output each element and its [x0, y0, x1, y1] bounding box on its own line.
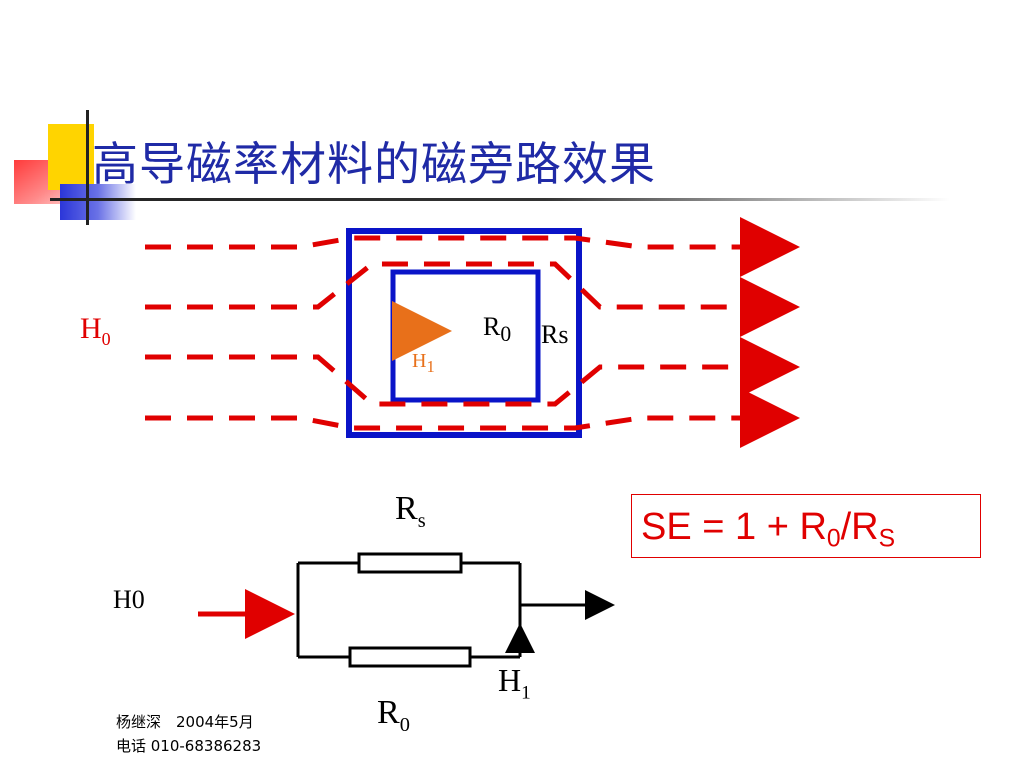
field-line-4 — [145, 388, 800, 448]
field-line-2 — [145, 261, 800, 337]
h0-field-label: H0 — [80, 312, 111, 349]
field-line-1 — [145, 217, 800, 277]
h0-input-label: H0 — [113, 585, 145, 614]
h1-inner-label: H1 — [412, 350, 435, 376]
rs-shell-label: Rs — [541, 320, 569, 349]
title-underline — [50, 198, 950, 201]
title-decoration-line — [86, 110, 89, 225]
rs-resistor-label: Rs — [395, 490, 426, 532]
footer: 杨继深 2004年5月 电话 010-68386283 — [116, 710, 261, 758]
h1-branch-label: H1 — [498, 662, 531, 704]
title-decoration-blue — [60, 184, 136, 220]
resistor-rs — [357, 552, 463, 574]
slide-title: 高导磁率材料的磁旁路效果 — [92, 137, 656, 191]
formula-box — [631, 494, 981, 558]
resistor-r0 — [348, 646, 472, 668]
footer-author-date: 杨继深 2004年5月 — [116, 713, 254, 731]
outer-shield-box — [346, 228, 582, 438]
footer-phone: 电话 010-68386283 — [116, 737, 262, 755]
field-line-3 — [145, 337, 800, 407]
inner-cavity-box — [390, 269, 541, 403]
shielding-effectiveness-formula: SE = 1 + R0/RS — [641, 506, 896, 553]
r0-resistor-label: R0 — [377, 694, 410, 736]
r0-inner-label: R0 — [483, 312, 512, 347]
